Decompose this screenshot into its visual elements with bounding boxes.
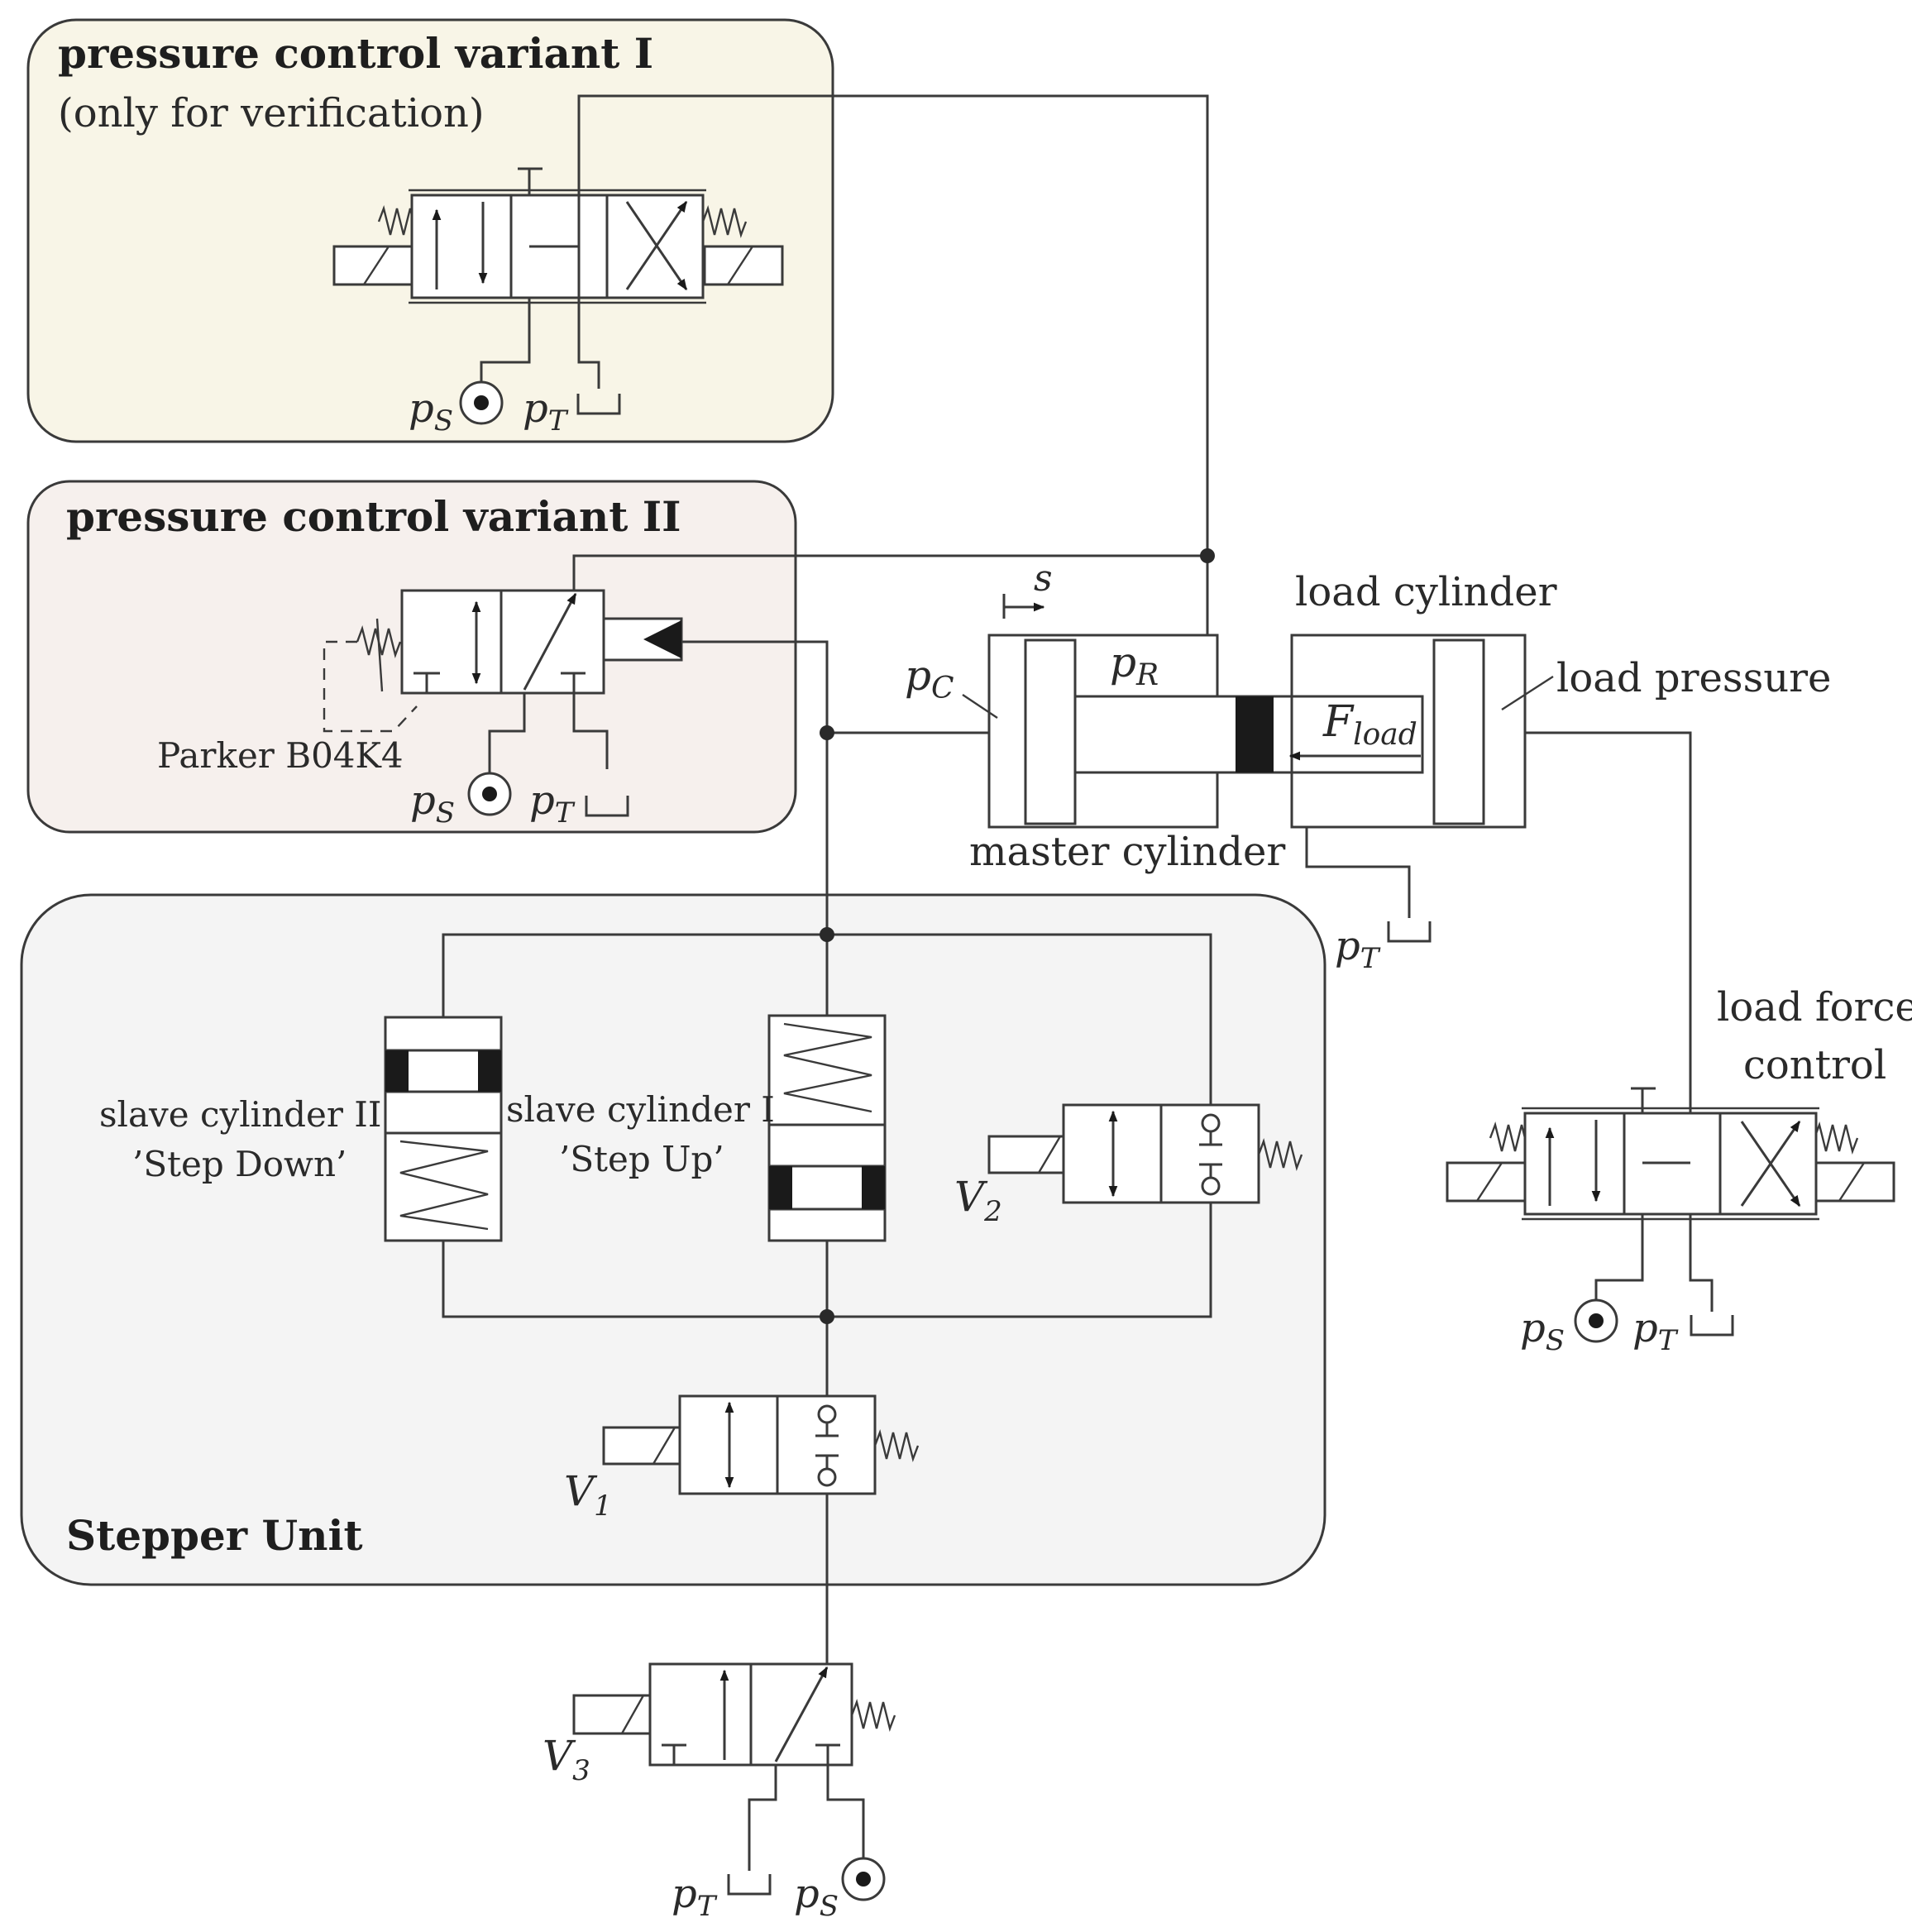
slave-one-label-line2: ’Step Up’ [559,1139,724,1179]
master-cylinder [962,634,1424,829]
valve-v1-label: V1 [564,1467,612,1523]
variant-one-tank-label: pT [523,385,569,438]
load-cylinder [1288,634,1554,829]
slave-two-label-line2: ’Step Down’ [132,1144,347,1184]
stroke-label: s [1034,557,1053,600]
load-cylinder-tank-label: pT [1335,923,1381,975]
variant-one-supply-port [459,380,504,425]
valve-v2-label: V2 [954,1173,1002,1228]
slave-cylinder-one [767,1014,887,1242]
load-force-control-tank-label: pT [1632,1305,1679,1357]
load-force-control-tank-port [1690,1313,1734,1337]
variant-two-valve [323,589,683,774]
load-pressure-label: load pressure [1556,655,1831,701]
load-force-control-valve [1446,1087,1895,1312]
junction-dots [820,548,1215,1324]
slave-cylinder-two [384,1016,503,1242]
master-rod-pressure-label: pR [1110,638,1159,692]
valve-v3-supply-label: pS [794,1871,839,1923]
load-force-control-supply-port [1574,1298,1618,1343]
variant-one-title: pressure control variant I [58,29,653,78]
slave-two-label-line1: slave cylinder II [99,1094,381,1135]
variant-one-valve [332,167,784,389]
variant-one-supply-label: pS [409,385,453,438]
valve-v2 [987,1103,1303,1204]
variant-two-supply-label: pS [410,777,455,830]
valve-v3-tank-port [727,1872,772,1896]
valve-v1 [602,1394,920,1495]
variant-two-supply-port [467,772,512,816]
stepper-unit-panel [20,893,1326,1586]
variant-two-valve-label: Parker B04K4 [157,735,404,776]
master-cylinder-label: master cylinder [969,829,1285,875]
load-force-control-line1: load force [1717,984,1912,1031]
variant-one-note: (only for verification) [58,90,485,136]
variant-two-title: pressure control variant II [66,492,681,541]
valve-v3-label: V3 [543,1732,590,1787]
stroke-indicator [1002,594,1045,619]
load-cylinder-tank-port [1387,920,1432,943]
load-force-control-supply-label: pS [1520,1305,1565,1357]
valve-v3 [572,1662,896,1871]
load-force-label: Fload [1322,697,1417,752]
load-force-control-line2: control [1743,1042,1886,1088]
variant-two-tank-label: pT [529,777,576,830]
slave-one-label-line1: slave cylinder I [506,1089,775,1130]
valve-v3-supply-port [841,1857,886,1901]
master-cap-pressure-label: pC [905,652,954,705]
valve-v3-tank-label: pT [672,1871,718,1923]
stepper-unit-title: Stepper Unit [66,1511,363,1560]
load-cylinder-label: load cylinder [1295,569,1557,615]
